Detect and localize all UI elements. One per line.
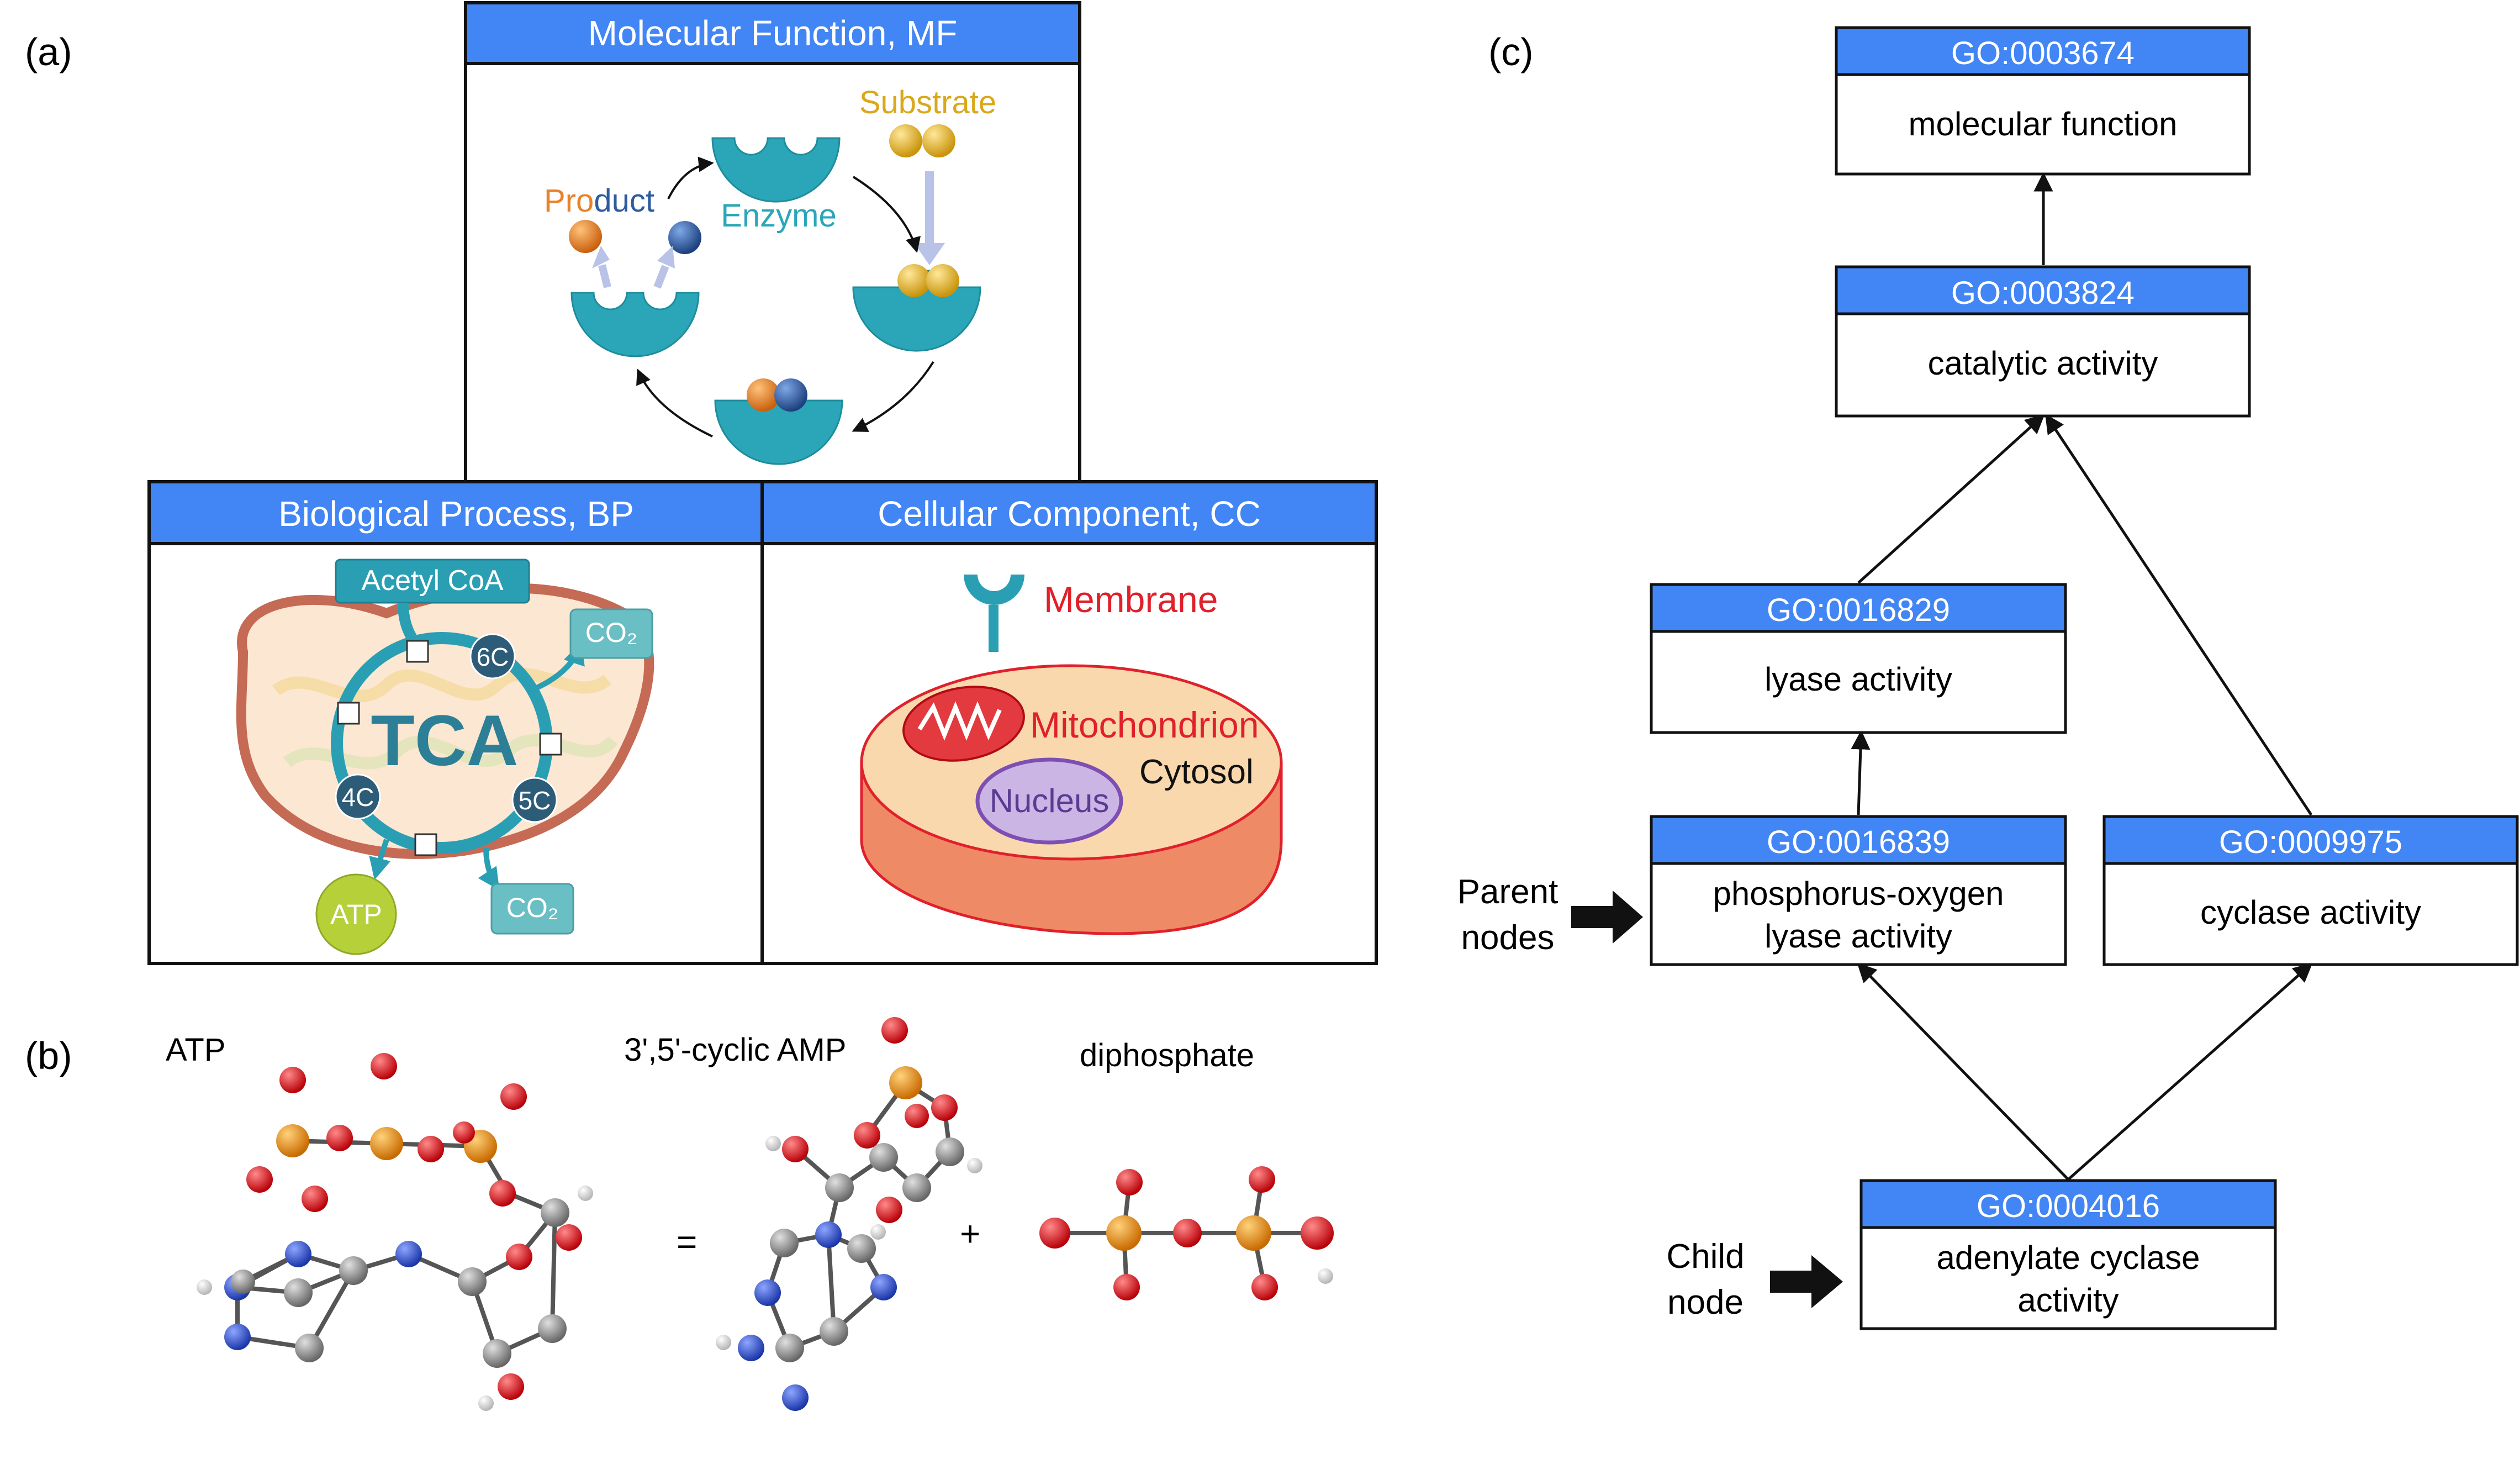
receptor-icon <box>964 575 1024 605</box>
go-node-id-bar <box>1859 1179 2277 1229</box>
co2-top-label: CO₂ <box>585 617 637 648</box>
edge-0004016-0016839 <box>1857 962 2069 1181</box>
go-node-id-bar <box>1650 815 2067 865</box>
substrate-label: Substrate <box>859 85 996 120</box>
edge-0009975-0003824 <box>2044 414 2313 816</box>
substrate-ball <box>922 124 955 157</box>
go-node-id: GO:0003824 <box>1951 275 2135 311</box>
camp-atoms <box>716 1017 982 1411</box>
nucleus-shape <box>975 757 1123 845</box>
edge-0016839-0016829 <box>1851 730 1871 815</box>
product-ball-blue <box>668 221 701 254</box>
go-node-id: GO:0016829 <box>1767 592 1950 628</box>
atp-label: ATP <box>330 899 382 930</box>
go-node-0016829: GO:0016829 lyase activity <box>1650 583 2067 734</box>
plus-sign: + <box>960 1214 980 1253</box>
go-node-term: phosphorus-oxygen <box>1713 875 2004 912</box>
node-5c <box>511 777 558 823</box>
parent-nodes-label-line2: nodes <box>1461 919 1555 957</box>
enzyme-shape-top <box>711 137 841 203</box>
panel-a-label: (a) <box>25 30 72 73</box>
go-node-0004016: GO:0004016 adenylate cyclase activity <box>1859 1179 2277 1330</box>
node-6c-label: 6C <box>477 642 509 671</box>
node-4c-label: 4C <box>342 783 374 812</box>
go-node-term: molecular function <box>1909 106 2178 143</box>
molecules-panel: ATP 3',5'-cyclic AMP diphosphate = + <box>166 1017 1334 1411</box>
diphosphate-label: diphosphate <box>1080 1037 1254 1073</box>
go-node-0009975: GO:0009975 cyclase activity <box>2102 815 2519 966</box>
child-node-label-line2: node <box>1667 1283 1744 1321</box>
go-node-id-bar <box>1835 265 2251 315</box>
enzyme-shape-left <box>570 292 700 357</box>
atp-molecule-label: ATP <box>166 1032 226 1068</box>
go-node-id: GO:0009975 <box>2219 824 2402 860</box>
substrate-ball <box>889 124 922 157</box>
camp-label: 3',5'-cyclic AMP <box>624 1032 846 1068</box>
enzyme-label: Enzyme <box>721 198 837 234</box>
mf-title: Molecular Function, MF <box>588 13 958 53</box>
product-ball-orange <box>569 220 602 253</box>
atp-circle <box>315 873 397 955</box>
go-node-term: lyase activity <box>1764 661 1952 698</box>
enzyme-shape-bottom <box>714 399 843 465</box>
go-node-id-bar <box>1650 583 2067 633</box>
atp-atoms <box>197 1053 593 1411</box>
edge-0016829-0003824 <box>1857 414 2045 584</box>
go-node-id: GO:0004016 <box>1977 1188 2160 1224</box>
cytosol-label: Cytosol <box>1139 753 1254 791</box>
go-dag: GO:0003674 molecular function GO:0003824… <box>1457 26 2519 1330</box>
go-node-term-line2: activity <box>2017 1282 2119 1319</box>
enzyme-cycle: Enzyme Substrate Product <box>544 85 996 465</box>
go-node-0003824: GO:0003824 catalytic activity <box>1835 265 2251 418</box>
equals-sign: = <box>677 1222 697 1262</box>
membrane-label: Membrane <box>1044 579 1218 620</box>
panel-c-label: (c) <box>1488 30 1534 73</box>
acetyl-coa-box <box>335 559 530 604</box>
child-node-label: Child <box>1666 1237 1744 1276</box>
go-node-id: GO:0003674 <box>1951 35 2135 71</box>
co2-bottom-box <box>490 883 574 935</box>
edge-0004016-0009975 <box>2067 962 2313 1181</box>
co2-top-box <box>569 608 653 659</box>
nucleus-label: Nucleus <box>990 782 1110 819</box>
go-node-term: cyclase activity <box>2200 894 2421 931</box>
bp-panel: Biological Process, BP TCA Acetyl CoA 6C… <box>147 480 765 965</box>
go-node-term-line2: lyase activity <box>1764 918 1952 955</box>
mf-panel: Molecular Function, MF Enzyme Substrate <box>464 1 1081 485</box>
atp-molecule <box>235 1139 557 1356</box>
mf-header <box>464 1 1081 65</box>
product-label: Product <box>544 183 654 219</box>
tca-label: TCA <box>371 700 518 781</box>
go-node-id-bar <box>2102 815 2519 865</box>
node-5c-label: 5C <box>519 786 551 815</box>
bp-header <box>147 480 765 545</box>
child-node-arrow <box>1770 1255 1843 1308</box>
bp-title: Biological Process, BP <box>278 494 634 534</box>
panel-b-label: (b) <box>25 1034 72 1077</box>
cc-panel: Cellular Component, CC Membrane Mitochon… <box>760 480 1378 965</box>
go-node-term: adenylate cyclase <box>1937 1239 2200 1276</box>
go-node-id-bar <box>1835 26 2251 76</box>
node-6c <box>469 633 516 680</box>
cc-title: Cellular Component, CC <box>878 494 1261 534</box>
mitochondrion-label: Mitochondrion <box>1030 704 1259 745</box>
parent-nodes-label: Parent <box>1457 873 1559 911</box>
go-node-term: catalytic activity <box>1928 345 2158 382</box>
diphosphate-atoms <box>1039 1166 1334 1300</box>
acetyl-coa-label: Acetyl CoA <box>361 565 504 597</box>
parent-nodes-arrow <box>1571 891 1643 944</box>
go-node-0003674: GO:0003674 molecular function <box>1835 26 2251 176</box>
cc-header <box>760 480 1378 545</box>
go-node-id: GO:0016839 <box>1767 824 1950 860</box>
co2-bottom-label: CO₂ <box>506 892 558 923</box>
node-4c <box>335 773 381 820</box>
go-node-0016839: GO:0016839 phosphorus-oxygen lyase activ… <box>1650 815 2067 966</box>
